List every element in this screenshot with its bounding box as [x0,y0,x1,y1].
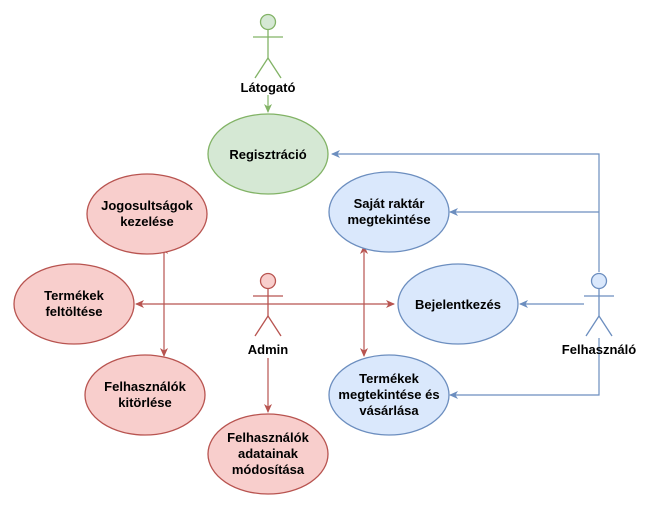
usecase-permissions-line-1: Jogosultságok [101,198,194,213]
usecase-own-stock-line-1: Saját raktár [354,196,425,211]
usecase-permissions-line-2: kezelése [120,214,174,229]
usecase-upload-products-line-1: Termékek [44,288,105,303]
usecase-own-stock-line-2: megtekintése [347,212,430,227]
usecase-browse-buy-line-1: Termékek [359,371,420,386]
actor-admin-label: Admin [248,342,289,357]
actor-admin[interactable] [253,272,283,337]
usecase-upload-products-line-2: feltöltése [45,304,102,319]
usecase-delete-users-line-1: Felhasználók [104,379,186,394]
usecase-modify-user-data[interactable]: Felhasználók adatainak módosítása [207,413,329,495]
usecase-modify-user-data-line-2: adatainak [238,446,299,461]
usecase-permissions[interactable]: Jogosultságok kezelése [86,173,208,255]
usecase-delete-users-line-2: kitörlése [118,395,171,410]
actor-visitor[interactable] [253,13,283,79]
usecase-browse-buy[interactable]: Termékek megtekintése és vásárlása [328,354,450,436]
usecase-registration-line-1: Regisztráció [229,147,306,162]
usecase-delete-users[interactable]: Felhasználók kitörlése [84,354,206,436]
connector-user-browse [449,338,600,399]
usecase-upload-products[interactable]: Termékek feltöltése [13,263,135,345]
connector-user-registration [331,150,600,272]
usecase-browse-buy-line-2: megtekintése és [338,387,439,402]
usecase-modify-user-data-line-3: módosítása [232,462,305,477]
usecase-registration[interactable]: Regisztráció [207,113,329,195]
actor-visitor-label: Látogató [241,80,296,95]
actor-user-label: Felhasználó [562,342,636,357]
usecase-login-line-1: Bejelentkezés [415,297,501,312]
usecase-login[interactable]: Bejelentkezés [397,263,519,345]
usecase-browse-buy-line-3: vásárlása [359,403,419,418]
usecase-modify-user-data-line-1: Felhasználók [227,430,309,445]
usecase-own-stock[interactable]: Saját raktár megtekintése [328,171,450,253]
actor-user[interactable] [584,272,614,337]
